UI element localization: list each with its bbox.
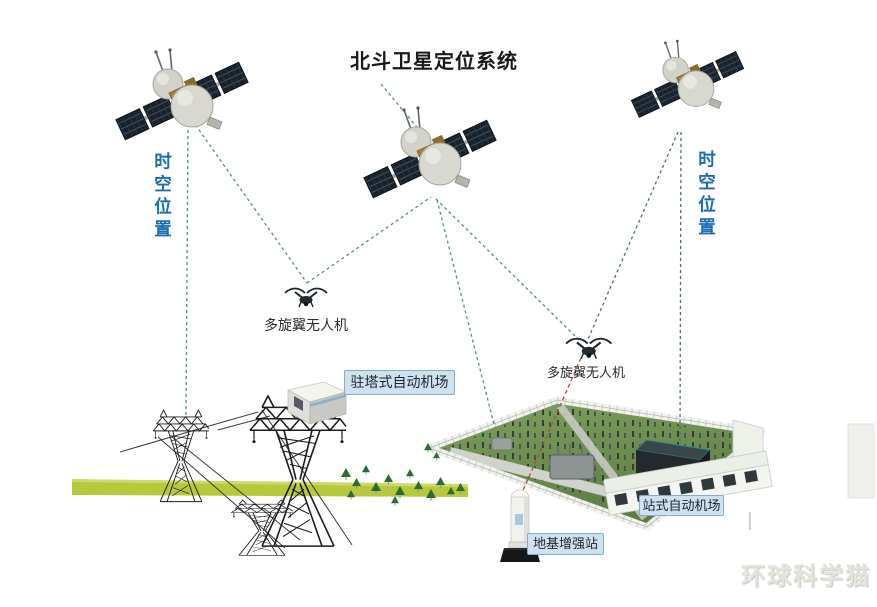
diagram-title: 北斗卫星定位系统 xyxy=(350,51,518,73)
drone-label-right: 多旋翼无人机 xyxy=(546,365,625,380)
satellite-icon xyxy=(361,104,499,200)
station-airport-label: 站式自动机场 xyxy=(639,495,724,516)
ground-augmentation-station-label: 地基增强站 xyxy=(527,533,604,555)
satellite-icon xyxy=(629,38,746,120)
hangar-icon xyxy=(286,381,348,425)
signal-links xyxy=(185,83,682,496)
drone-icon xyxy=(565,337,613,360)
watermark: 环球科学猫 xyxy=(741,563,871,590)
drone-icon xyxy=(284,287,328,308)
tower-airport-label: 驻塔式自动机场 xyxy=(344,370,455,395)
transmission-tower-icon xyxy=(249,395,347,547)
spacetime-position-label-right: 时空位置 xyxy=(696,150,717,240)
spacetime-position-label-left: 时空位置 xyxy=(152,152,173,242)
satellite-icon xyxy=(113,46,251,142)
grass-strip xyxy=(72,479,468,497)
drone-label-left: 多旋翼无人机 xyxy=(264,317,348,333)
